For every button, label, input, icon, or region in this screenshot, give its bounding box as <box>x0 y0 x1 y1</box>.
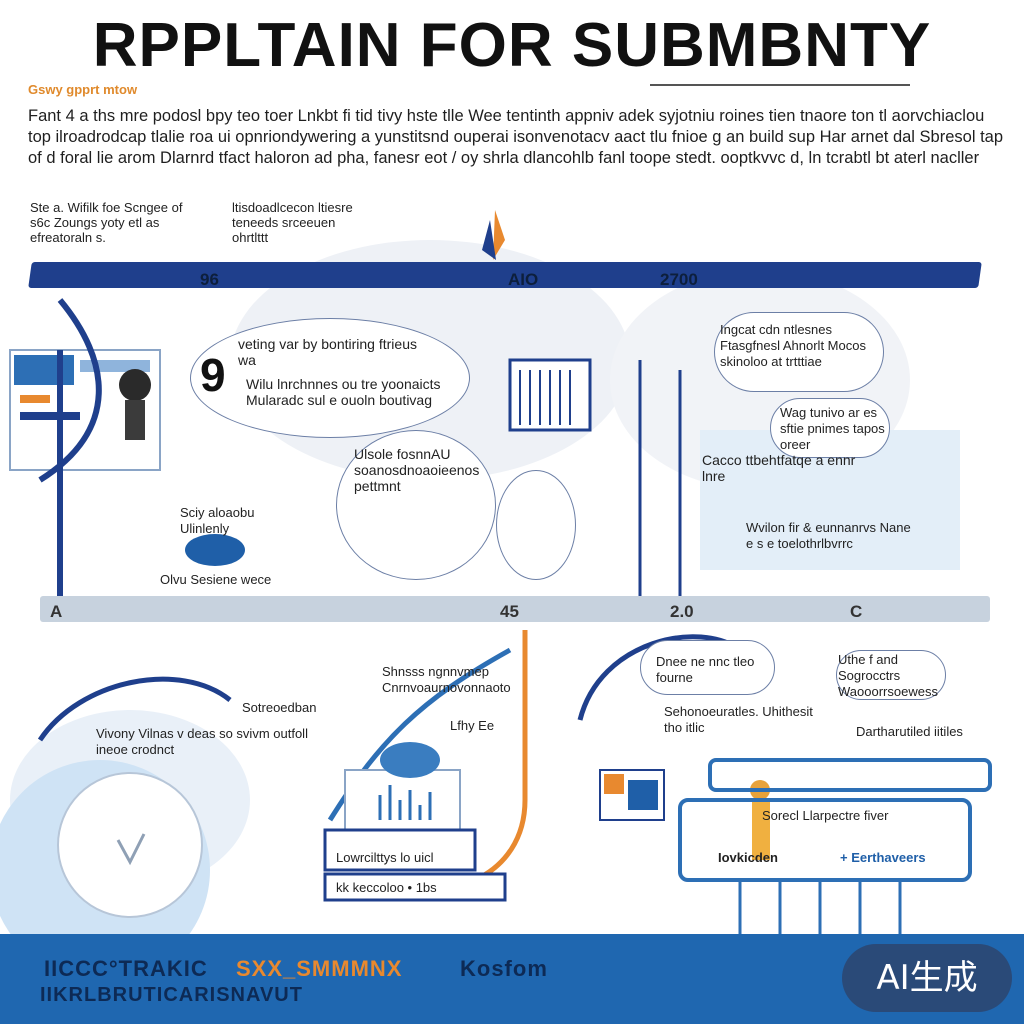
speech-bubble <box>336 430 496 580</box>
callout-text: Sotreoedban <box>242 700 317 715</box>
speech-bubble <box>770 398 890 458</box>
callout-text: Sorecl Llarpectre fiver <box>762 808 889 823</box>
timeline-bottom <box>40 596 990 622</box>
footer-text: Kosfom <box>460 956 548 981</box>
speech-bubble <box>496 470 576 580</box>
callout-text: Wag tunivo ar es sftie pnimes tapos oree… <box>780 405 885 452</box>
title-underline <box>650 84 910 86</box>
subheading: Gswy gpprt mtow <box>28 82 138 97</box>
speech-bubble <box>640 640 775 695</box>
callout-text: Lfhy Ee <box>450 718 495 733</box>
timeline-top-tick: 2700 <box>660 270 698 289</box>
callout-text: Sehonoeuratles. Uhithesit tho itlic <box>664 704 813 735</box>
callout-text: Wilu lnrchnnes ou tre yoonaicts Mularadc… <box>246 376 441 408</box>
mid-note: ltisdoadlcecon ltiesre teneeds srceeuen … <box>232 200 353 245</box>
callout-text: + Eerthaveers <box>840 850 926 865</box>
callout-text: Uthe f and Sogrocctrs Waooorrsoewess <box>838 652 938 699</box>
timeline-top-tick: 96 <box>200 270 219 289</box>
callout-text: Lowrcilttys lo uicl <box>336 850 434 865</box>
timeline-bottom-tick: 45 <box>500 602 519 621</box>
page-title: RPPLTAIN FOR SUBMBNTY <box>92 11 932 80</box>
speech-bubble <box>190 318 470 438</box>
callout-text: Olvu Sesiene wece <box>160 572 272 587</box>
callout-text: Wvilon fir & eunnanrvs Nane e s e toelot… <box>746 520 911 551</box>
callout-text: veting var by bontiring ftrieus wa <box>238 336 417 368</box>
timeline-bottom-tick: C <box>850 602 863 621</box>
footer-text: IICCC°TRAKIC <box>44 956 208 981</box>
callout-text: Cacco ttbehtfatqe a ennr lnre <box>702 452 856 484</box>
callout-text: Dnee ne nnc tleo fourne <box>656 654 755 685</box>
timeline-bottom-tick: 2.0 <box>670 602 694 621</box>
callout-text: Dartharutiled iitiles <box>856 724 963 739</box>
callout-text: Shnsss ngnnvmep Cnrnvoaurnovonnaoto <box>382 664 511 695</box>
callout-text: Ingcat cdn ntlesnes Ftasgfnesl Ahnorlt M… <box>720 322 866 369</box>
callout-text: Vivony Vilnas v deas so svivm outfoll in… <box>96 726 308 757</box>
timeline-top-tick: AIO <box>508 270 539 289</box>
callout-text: Ulsole fosnnAU soanosdnoaoieenos pettmnt <box>354 446 480 494</box>
left-note: Ste a. Wifilk foe Scngee of s6c Zoungs y… <box>30 200 183 245</box>
callout-text: Iovkicden <box>718 850 778 865</box>
footer-text: SXX_SMMMNX <box>236 956 403 981</box>
speech-bubble <box>836 650 946 700</box>
timeline-top <box>28 262 982 288</box>
speech-bubble <box>714 312 884 392</box>
callout-text: Sciy aloaobu Ulinlenly <box>180 505 255 536</box>
intro-paragraph: Fant 4 a ths mre podosl bpy teo toer Lnk… <box>28 107 1004 167</box>
callout-text: kk keccoloo • 1bs <box>336 880 437 895</box>
timeline-bottom-tick: A <box>50 602 63 621</box>
large-numeral: 9 <box>200 349 226 401</box>
ai-generated-badge: AI生成 <box>842 944 1012 1012</box>
footer-text: IIKRLBRUTICARISNAVUT <box>40 984 303 1006</box>
